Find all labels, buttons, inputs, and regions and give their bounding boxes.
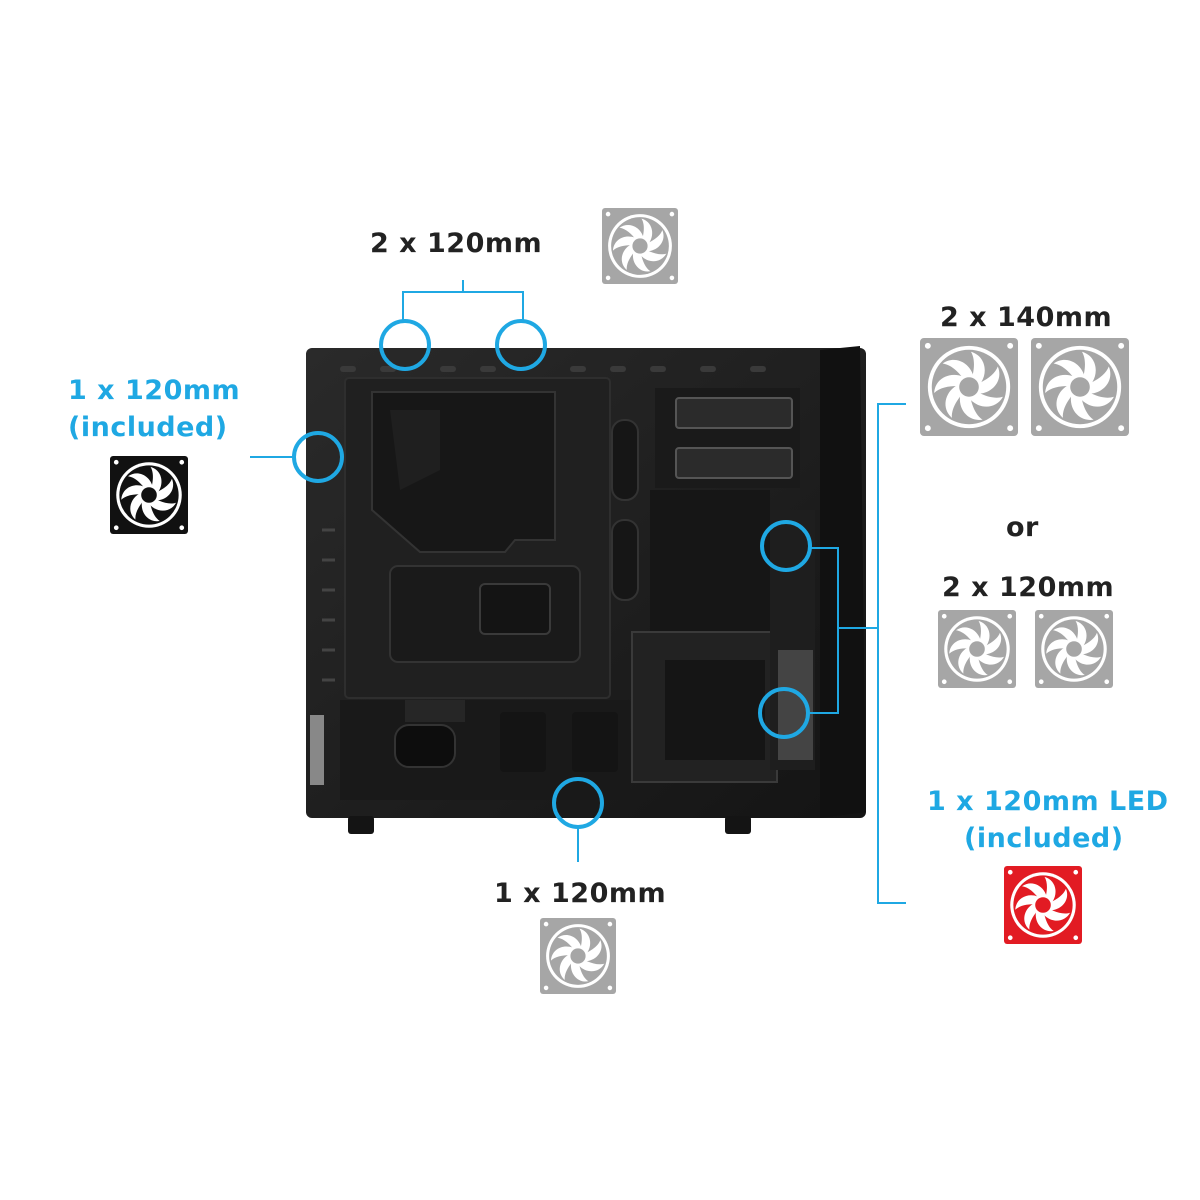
front-120-fan-icon-1 [938, 610, 1016, 688]
front-fan-marker-1 [760, 520, 812, 572]
front-fan-120-label: 2 x 120mm [942, 572, 1115, 603]
front-led-fan-label-line1: 1 x 120mm LED [927, 786, 1169, 817]
front-140-fan-icon-2 [1031, 338, 1129, 436]
bottom-optional-fan-icon [540, 918, 616, 994]
top-fan-marker-1 [379, 319, 431, 371]
top-bracket-line [402, 280, 524, 321]
rear-included-fan-icon [110, 456, 188, 534]
or-label: or [1006, 512, 1039, 543]
top-fan-marker-2 [495, 319, 547, 371]
front-120-fan-icon-2 [1035, 610, 1113, 688]
front-bracket-line [808, 547, 878, 714]
pc-case [306, 346, 866, 834]
rear-fan-label-line1: 1 x 120mm [68, 375, 241, 406]
bottom-fan-label: 1 x 120mm [494, 878, 667, 909]
front-led-fan-label-line2: (included) [964, 823, 1124, 854]
rear-fan-label-line2: (included) [68, 412, 228, 443]
top-fan-label: 2 x 120mm [370, 228, 543, 259]
front-callout-bracket [877, 403, 906, 904]
front-led-fan-icon [1004, 866, 1082, 944]
top-optional-fan-icon [602, 208, 678, 284]
front-140-fan-icon-1 [920, 338, 1018, 436]
front-fan-140-label: 2 x 140mm [940, 302, 1113, 333]
